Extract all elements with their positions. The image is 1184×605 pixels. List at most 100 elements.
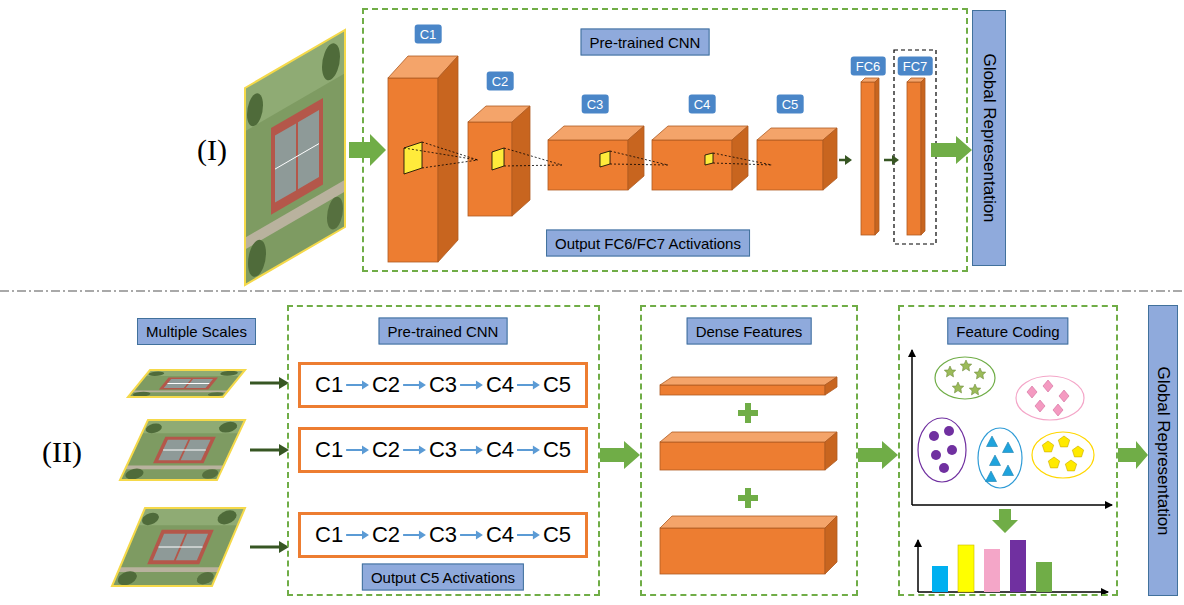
cluster-plot-part-part — [1003, 442, 1014, 453]
arrow-head — [892, 155, 899, 165]
flow-arrow-head — [362, 381, 369, 390]
cnn-layer-blocks-part — [652, 126, 748, 140]
cluster-plot-part-part — [969, 384, 980, 395]
cnn-layer-blocks-part — [468, 122, 512, 216]
cnn-layer: C1 — [386, 22, 460, 264]
receptive-field-part — [705, 153, 713, 165]
flow-arrow — [403, 384, 420, 386]
dense-feature-slabs — [660, 377, 837, 574]
cluster-plot-part — [1027, 380, 1069, 416]
flow-arrow — [460, 384, 477, 386]
flow-arrow-head — [419, 381, 426, 390]
cnn-layer-blocks-part — [907, 82, 921, 235]
layer-name: C4 — [486, 522, 514, 548]
block-arrow-body — [858, 441, 898, 469]
cluster-plot-part-part — [1035, 400, 1045, 412]
histogram-part — [1010, 540, 1026, 592]
separator-line — [0, 291, 1184, 292]
arrow-head — [845, 155, 852, 165]
cnn-layer-blocks-part — [652, 140, 732, 190]
plus-signs-part — [745, 403, 751, 423]
scale-images-part — [112, 508, 245, 586]
cluster-plot-part-part — [1065, 460, 1076, 471]
cnn-layer-blocks-part — [823, 128, 837, 190]
histogram-part — [932, 566, 948, 592]
cnn-layer-blocks-part — [921, 78, 925, 235]
cnn-layer-blocks-part — [628, 126, 644, 190]
cluster-plot-part — [944, 360, 985, 395]
cluster-plot-part-part — [1042, 441, 1053, 452]
cluster-plot-part — [986, 436, 1014, 482]
output-box: Global Representation — [1148, 305, 1178, 596]
arrow-line — [839, 159, 845, 162]
receptive-field-part-part — [713, 163, 772, 165]
scale-images — [112, 370, 245, 586]
flow-arrow-head — [362, 531, 369, 540]
block-arrow-body — [600, 441, 640, 469]
cluster-plot-part-part — [1027, 386, 1037, 398]
flow-arrow — [460, 449, 477, 451]
layer-name: C2 — [372, 372, 400, 398]
cluster-plot-part-part — [960, 360, 971, 371]
scale-arrows — [250, 377, 289, 553]
receptive-field-part-part — [504, 148, 562, 165]
cluster-plot-part-part — [1048, 457, 1059, 468]
receptive-field-part — [504, 148, 562, 166]
layer-name: C5 — [543, 372, 571, 398]
cluster-plot-part — [1032, 432, 1094, 478]
flow-arrow-head — [533, 531, 540, 540]
receptive-field-part — [600, 151, 610, 167]
cluster-plot-part-part — [939, 463, 949, 473]
layer-name: C2 — [372, 437, 400, 463]
dense-feature-slabs-part — [660, 377, 837, 385]
flow-arrow — [460, 534, 477, 536]
histogram-part — [984, 549, 1000, 592]
layer-name: C1 — [315, 437, 343, 463]
cluster-plot-part — [918, 418, 966, 482]
layer-tag: C5 — [777, 95, 804, 114]
receptive-field-part-part — [713, 153, 772, 165]
fc7-highlight-part — [894, 50, 936, 244]
receptive-field-part-part — [610, 151, 668, 165]
flow-arrow — [346, 449, 363, 451]
input-arrow-part — [349, 134, 386, 166]
label-text: Multiple Scales — [146, 323, 247, 340]
dense-feature-slabs-part — [825, 377, 837, 395]
cnn-row: C1C2C3C4C5 — [298, 362, 588, 408]
plus-signs — [738, 403, 758, 508]
label-box: Multiple Scales — [137, 318, 256, 345]
dashed-group: Pre-trained CNNOutput C5 ActivationsC1C2… — [287, 305, 600, 596]
cnn-layer: C5 — [755, 92, 839, 192]
histogram-part — [958, 545, 974, 592]
scale-images-part — [120, 420, 245, 480]
cluster-plot-part-part — [1072, 446, 1083, 457]
cluster-plot-part — [1016, 376, 1084, 420]
output-text: Global Representation — [979, 53, 999, 222]
layer-name: C5 — [543, 522, 571, 548]
cluster-plot-part-part — [974, 368, 985, 379]
histogram-part — [1036, 562, 1052, 592]
arrow-line — [884, 159, 892, 162]
separator-line-part — [0, 290, 1184, 291]
receptive-field-part-part — [610, 164, 668, 165]
layer-name: C3 — [429, 522, 457, 548]
block-arrow-body — [1118, 441, 1148, 469]
group-title: Output C5 Activations — [362, 564, 524, 591]
cnn-layer-blocks — [388, 56, 925, 262]
scale-arrows-part — [250, 382, 280, 385]
layer-tag: C3 — [582, 95, 609, 114]
scale-arrows-part — [250, 546, 280, 549]
flow-arrow-head — [476, 446, 483, 455]
dense-feature-slabs-part — [660, 385, 825, 395]
fc7-highlight — [894, 50, 936, 244]
block-arrow-body — [931, 136, 972, 164]
scale-arrows-part — [250, 449, 280, 452]
flow-arrow-head — [533, 446, 540, 455]
group-title: Feature Coding — [947, 318, 1068, 345]
cluster-plot-part-part — [929, 431, 939, 441]
flow-arrow — [517, 384, 534, 386]
cluster-plot — [912, 350, 1112, 533]
cnn-layer: C3 — [546, 92, 646, 192]
receptive-field-part — [404, 142, 478, 168]
